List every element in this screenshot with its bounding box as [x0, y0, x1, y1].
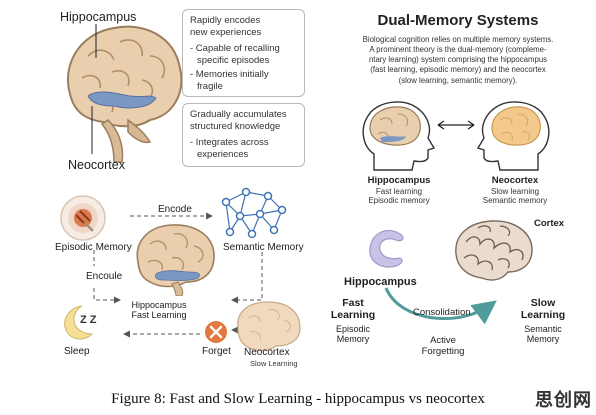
- fast-learning-block: Fast Learning Episodic Memory: [330, 297, 376, 345]
- figure-caption: Figure 8: Fast and Slow Learning - hippo…: [0, 391, 596, 408]
- neocortex-side-brain: [234, 300, 302, 352]
- hippocampus-head-caption: Hippocampus Fast learning Episodic memor…: [354, 176, 444, 205]
- hippocampus-shape-icon: [366, 226, 410, 272]
- fast-title-line2: Learning: [330, 309, 376, 321]
- neocortex-head-caption: Neocortex Slow learning Semantic memory: [470, 176, 560, 205]
- slow-title-line1: Slow: [516, 297, 570, 309]
- site-watermark: 思创网: [535, 386, 592, 412]
- dual-memory-description: Biological cognition relies on multiple …: [330, 35, 586, 86]
- hippocampus-fast-label: Hippocampus Fast Learning: [124, 300, 194, 321]
- neo-head-title: Neocortex: [470, 176, 560, 187]
- desc-line4: (fast learning, episodic memory) and the…: [330, 65, 586, 75]
- hippo-head-line1: Fast learning: [354, 187, 444, 196]
- episodic-memory-label: Episodic Memory: [55, 242, 132, 254]
- hippo-head-line2: Episodic memory: [354, 196, 444, 205]
- desc-line3: ntary learning) system comprising the hi…: [330, 55, 586, 65]
- active-line2: Forgetting: [408, 347, 478, 358]
- desc-line2: A prominent theory is the dual-memory (c…: [330, 45, 586, 55]
- desc-line1: Biological cognition relies on multiple …: [330, 35, 586, 45]
- fast-sub-line1: Episodic: [330, 324, 376, 334]
- desc-line5: (slow learning, semantic memory).: [330, 76, 586, 86]
- head-profile-hippocampus: [356, 98, 438, 174]
- bidirectional-arrow: [436, 120, 476, 130]
- episodic-memory-icon: [58, 193, 108, 243]
- fast-title-line1: Fast: [330, 297, 376, 309]
- slow-learning-block: Slow Learning Semantic Memory: [516, 297, 570, 345]
- cortex-label: Cortex: [534, 219, 564, 230]
- fast-sub-line2: Memory: [330, 334, 376, 344]
- hippo-head-title: Hippocampus: [354, 176, 444, 187]
- hippo-line2: Fast Learning: [124, 310, 194, 320]
- small-brain-illustration: [132, 222, 218, 296]
- forget-x-icon: [204, 320, 228, 344]
- slow-sub-line1: Semantic: [516, 324, 570, 334]
- encoule-label: Encoule: [86, 271, 122, 283]
- hippo-line1: Hippocampus: [124, 300, 194, 310]
- neocortex-slow-sub: Slow Learning: [250, 360, 298, 369]
- consolidation-arrow: [380, 282, 504, 328]
- encode-label: Encode: [158, 204, 192, 216]
- neo-head-line2: Semantic memory: [470, 196, 560, 205]
- slow-sub-line2: Memory: [516, 334, 570, 344]
- forget-label: Forget: [202, 346, 231, 358]
- neocortex-small-label: Neocortex: [244, 347, 290, 359]
- active-forgetting-label: Active Forgetting: [408, 336, 478, 358]
- dual-memory-title: Dual-Memory Systems: [330, 12, 586, 29]
- semantic-network-icon: [216, 186, 288, 240]
- head-profile-neocortex: [474, 98, 556, 174]
- semantic-memory-label: Semantic Memory: [223, 242, 304, 254]
- sleep-z-glyphs: Z Z: [80, 314, 97, 327]
- consolidation-label: Consolidation: [413, 308, 471, 319]
- neo-head-line1: Slow learning: [470, 187, 560, 196]
- sleep-label: Sleep: [64, 346, 90, 358]
- cortex-brain-icon: [452, 218, 536, 284]
- slow-title-line2: Learning: [516, 309, 570, 321]
